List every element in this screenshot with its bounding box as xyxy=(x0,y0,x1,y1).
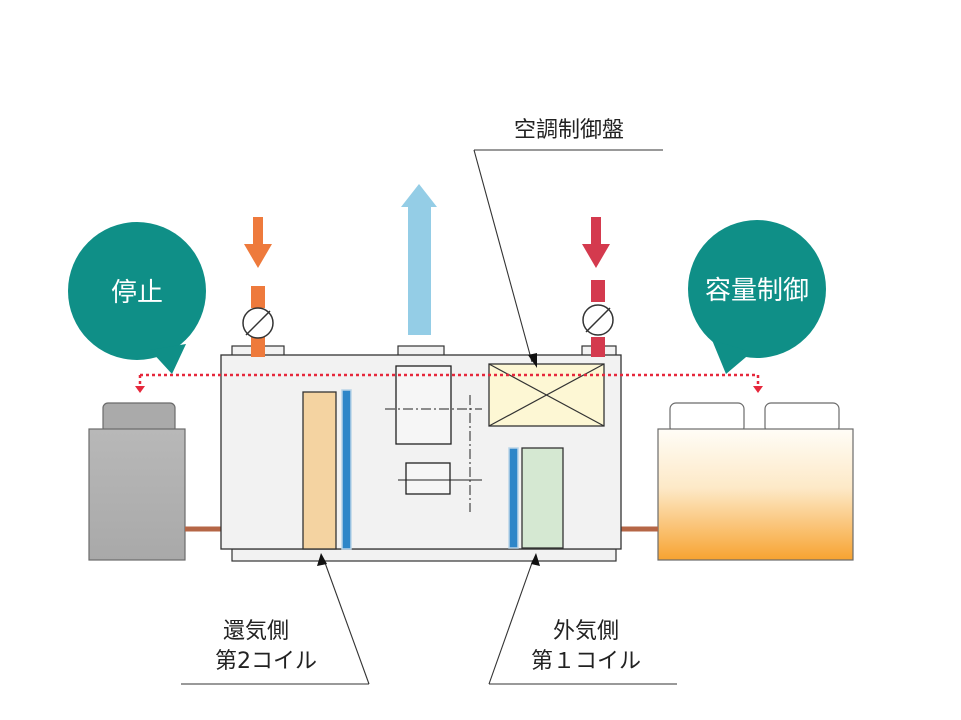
capacity-control-bubble: 容量制御 xyxy=(688,220,826,374)
damper-box xyxy=(405,462,451,495)
outside-coil-callout: 外気側 第１コイル xyxy=(488,553,677,685)
stop-bubble: 停止 xyxy=(68,222,206,374)
left-outdoor-unit xyxy=(88,402,186,561)
capacity-control-bubble-label: 容量制御 xyxy=(705,276,809,306)
right-outdoor-unit xyxy=(657,402,854,561)
air-handling-unit xyxy=(220,345,622,562)
stop-bubble-label: 停止 xyxy=(111,278,163,308)
control-panel xyxy=(488,363,605,427)
return-coil-label-line1: 還気側 xyxy=(223,619,289,644)
supply-air-arrow xyxy=(401,184,437,335)
return-air-coil-2 xyxy=(302,391,337,550)
panel-label: 空調制御盤 xyxy=(514,118,624,143)
return-coil-callout: 還気側 第2コイル xyxy=(181,553,370,685)
left-inflow-arrow xyxy=(244,217,272,268)
panel-callout: 空調制御盤 xyxy=(473,118,663,368)
left-valve-assembly xyxy=(242,286,274,357)
control-signal-line xyxy=(135,373,763,393)
outside-air-coil-1-fins xyxy=(508,447,519,549)
return-air-coil-2-fins xyxy=(341,389,352,550)
return-coil-label-line2: 第2コイル xyxy=(215,649,317,674)
fan-box xyxy=(395,365,452,445)
outside-coil-label-line1: 外気側 xyxy=(553,619,619,644)
outside-coil-label-line2: 第１コイル xyxy=(531,649,641,674)
right-valve-assembly xyxy=(582,280,614,357)
outside-air-coil-1 xyxy=(521,447,564,549)
right-inflow-arrow xyxy=(582,217,610,268)
